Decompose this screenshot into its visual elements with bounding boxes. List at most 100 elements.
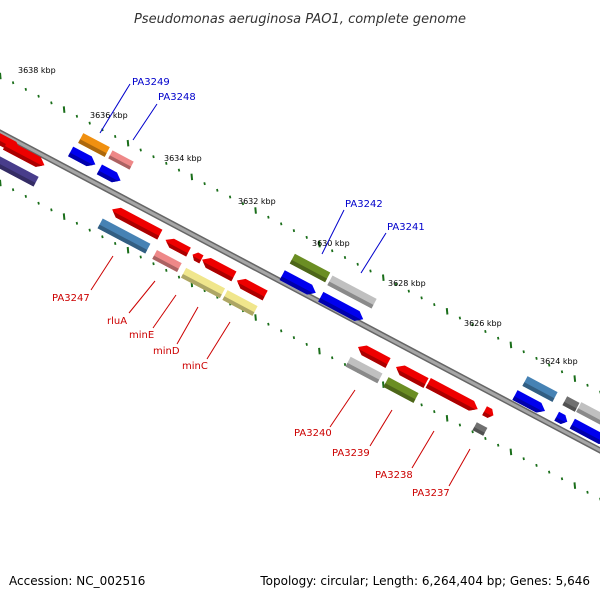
gene-arrow-blue-1-shade xyxy=(68,152,94,167)
outer-scale-major-tick xyxy=(126,139,130,147)
gene-arrow-PA3248-shade xyxy=(108,155,132,170)
gene-label-PA3249: PA3249 xyxy=(132,77,170,88)
outer-scale-minor-tick xyxy=(203,182,206,186)
gene-labels: PA3249 PA3248 PA3242 PA3241 PA3247 rluA … xyxy=(52,77,450,499)
leader-PA3240 xyxy=(329,389,356,428)
gene-arrow-blue-2-shade xyxy=(96,170,119,183)
gene-arrow-blue-2-body xyxy=(96,164,121,183)
outer-scale-minor-tick xyxy=(267,215,270,219)
outer-scale-minor-tick xyxy=(394,282,398,286)
gene-arrow-PA3240 xyxy=(345,356,383,384)
gene-arrow-silver-right-shade xyxy=(576,408,600,426)
gene-features xyxy=(0,129,600,444)
gene-arrow-red-c xyxy=(192,252,204,264)
inner-scale-minor-tick xyxy=(586,490,589,494)
gene-arrow-minC xyxy=(222,290,258,316)
inner-scale-minor-tick xyxy=(50,208,53,212)
inner-scale-major-tick xyxy=(509,448,513,456)
gene-arrow-red-f xyxy=(357,345,391,368)
gene-arrow-left-slate xyxy=(0,153,39,187)
gene-arrow-red-a xyxy=(112,207,163,240)
leader-minC xyxy=(206,321,231,360)
gene-arrow-PA3238 xyxy=(425,378,478,411)
gene-arrow-blue-4-body xyxy=(318,291,364,321)
outer-scale-major-tick xyxy=(190,173,194,181)
outer-scale-minor-tick xyxy=(484,329,487,334)
gene-arrow-minD-shade xyxy=(180,273,222,299)
outer-scale-minor-tick xyxy=(458,316,462,320)
gene-label-minD: minD xyxy=(153,346,180,357)
inner-scale-minor-tick xyxy=(331,356,334,360)
gene-arrow-left-red-shade xyxy=(2,145,43,167)
kbp-label-3632: 3632 kbp xyxy=(238,197,276,206)
inner-scale-major-tick xyxy=(254,314,257,321)
gene-arrow-PA3239-shade xyxy=(383,383,416,403)
kbp-label-3638: 3638 kbp xyxy=(18,66,56,75)
outer-scale-minor-tick xyxy=(152,155,155,159)
gene-arrow-blue-3-shade xyxy=(279,276,314,295)
outer-scale-minor-tick xyxy=(11,81,15,85)
gene-arrow-PA3238-body xyxy=(425,378,478,411)
leader-PA3241 xyxy=(360,232,387,274)
leader-PA3239 xyxy=(369,409,393,447)
inner-scale-minor-tick xyxy=(535,463,538,467)
outer-scale-minor-tick xyxy=(343,255,347,260)
gene-arrow-red-g xyxy=(395,365,429,388)
inner-scale-major-tick xyxy=(0,179,2,187)
leader-rluA xyxy=(128,280,156,314)
gene-arrow-PA3242-shade xyxy=(289,259,328,283)
outer-scale-minor-tick xyxy=(292,229,296,233)
gene-label-rluA: rluA xyxy=(107,316,127,327)
gene-label-PA3247: PA3247 xyxy=(52,293,90,304)
gene-arrow-darkgray-right-shade xyxy=(562,401,577,412)
outer-scale-major-tick xyxy=(318,240,321,248)
gene-arrow-blue-right-body xyxy=(512,390,546,413)
gene-arrow-steel-right-shade xyxy=(522,382,555,402)
outer-scale-minor-tick xyxy=(407,289,410,293)
gene-label-PA3239: PA3239 xyxy=(332,448,370,459)
inner-scale-minor-tick xyxy=(177,275,181,279)
kbp-label-3630: 3630 kbp xyxy=(312,239,350,248)
gene-arrow-left-red xyxy=(2,139,45,167)
leader-lines xyxy=(90,83,471,487)
gene-label-minE: minE xyxy=(129,330,154,341)
outer-scale-minor-tick xyxy=(497,336,500,340)
outer-scale-major-tick xyxy=(445,308,449,315)
gene-arrow-blue-far-right-shade xyxy=(569,424,600,444)
gene-arrow-steel-right xyxy=(522,376,558,402)
outer-scale-minor-tick xyxy=(216,188,219,192)
inner-scale-minor-tick xyxy=(75,221,79,225)
gene-arrow-red-f-shade xyxy=(358,349,388,368)
inner-scale-minor-tick xyxy=(24,194,27,198)
gene-arrow-blue-3-body xyxy=(279,270,316,295)
gene-arrow-blue-far-right-body xyxy=(569,418,600,444)
outer-scale-minor-tick xyxy=(24,87,27,91)
gene-arrow-blue-3 xyxy=(279,270,316,295)
outer-scale-minor-tick xyxy=(356,262,359,266)
gene-arrow-red-g-shade xyxy=(396,369,426,388)
gene-arrow-red-b-shade xyxy=(166,241,188,257)
gene-arrow-PA3240-shade xyxy=(345,362,380,384)
inner-scale-minor-tick xyxy=(88,228,91,232)
gene-arrow-PA3238-shade xyxy=(425,384,476,411)
outer-scale-minor-tick xyxy=(177,168,181,172)
inner-scale-minor-tick xyxy=(114,241,117,246)
gene-label-PA3237: PA3237 xyxy=(412,488,450,499)
outer-scale-minor-tick xyxy=(420,296,423,300)
gene-label-minC: minC xyxy=(182,361,208,372)
inner-scale-minor-tick xyxy=(11,188,15,192)
gene-arrow-PA3241 xyxy=(327,275,377,309)
kbp-label-3634: 3634 kbp xyxy=(164,154,202,163)
inner-scale-minor-tick xyxy=(305,342,308,346)
inner-scale-minor-tick xyxy=(560,477,564,481)
inner-scale-minor-tick xyxy=(548,470,551,474)
outer-scale-major-tick xyxy=(509,341,513,349)
gene-arrow-blue-right-shade xyxy=(512,396,543,413)
leader-PA3249 xyxy=(99,83,131,134)
inner-scale-minor-tick xyxy=(471,430,474,434)
inner-scale-minor-tick xyxy=(139,255,142,259)
outer-scale-minor-tick xyxy=(369,269,372,273)
gene-arrow-blue-4-shade xyxy=(318,298,362,321)
kbp-label-3636: 3636 kbp xyxy=(90,111,128,120)
